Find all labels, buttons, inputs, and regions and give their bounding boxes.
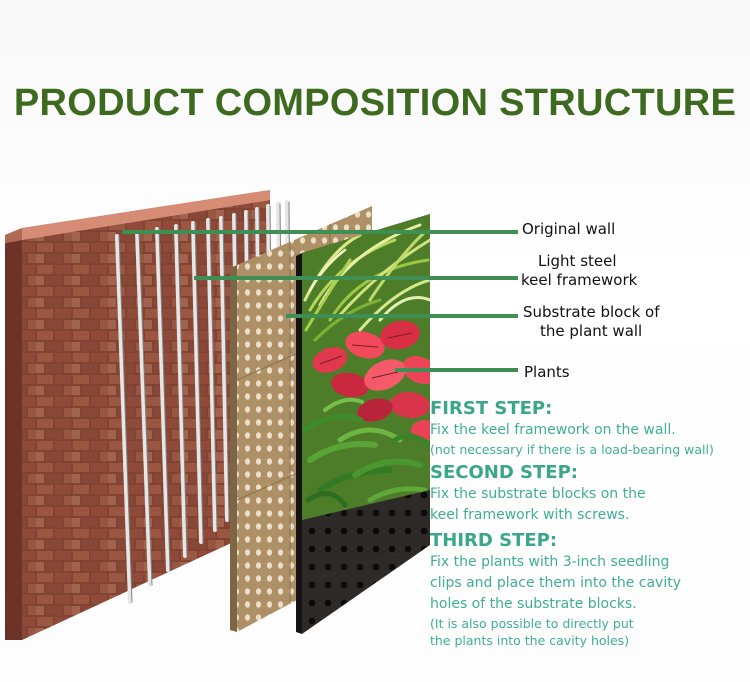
label-keel-line1: Light steel: [538, 252, 617, 270]
step-1-heading: FIRST STEP:: [430, 398, 553, 419]
label-keel-line2: keel framework: [521, 271, 638, 289]
step-2-heading: SECOND STEP:: [430, 462, 578, 483]
step-3-text-line3: holes of the substrate blocks.: [430, 596, 637, 612]
step-2: SECOND STEP: Fix the substrate blocks on…: [430, 462, 745, 526]
step-3-note-line2: the plants into the cavity holes): [430, 633, 630, 648]
step-1: FIRST STEP: Fix the keel framework on th…: [430, 398, 745, 458]
leader-lines: [122, 230, 518, 372]
step-2-text-line1: Fix the substrate blocks on the: [430, 486, 646, 502]
label-original-wall: Original wall: [522, 220, 616, 238]
step-3-note-line1: (It is also possible to directly put: [430, 616, 634, 631]
step-3: THIRD STEP: Fix the plants with 3-inch s…: [430, 530, 745, 649]
step-3-text-line2: clips and place them into the cavity: [430, 575, 681, 591]
label-substrate-line1: Substrate block of: [523, 303, 660, 321]
step-1-text: Fix the keel framework on the wall.: [430, 422, 676, 438]
page-title: PRODUCT COMPOSITION STRUCTURE: [13, 82, 737, 124]
step-3-text-line1: Fix the plants with 3-inch seedling: [430, 554, 670, 570]
step-1-note: (not necessary if there is a load-bearin…: [430, 442, 714, 457]
step-2-text-line2: keel framework with screws.: [430, 507, 630, 523]
label-plants: Plants: [524, 363, 570, 381]
step-3-heading: THIRD STEP:: [430, 530, 558, 551]
label-substrate-line2: the plant wall: [540, 322, 643, 340]
installation-steps: FIRST STEP: Fix the keel framework on th…: [430, 398, 745, 653]
